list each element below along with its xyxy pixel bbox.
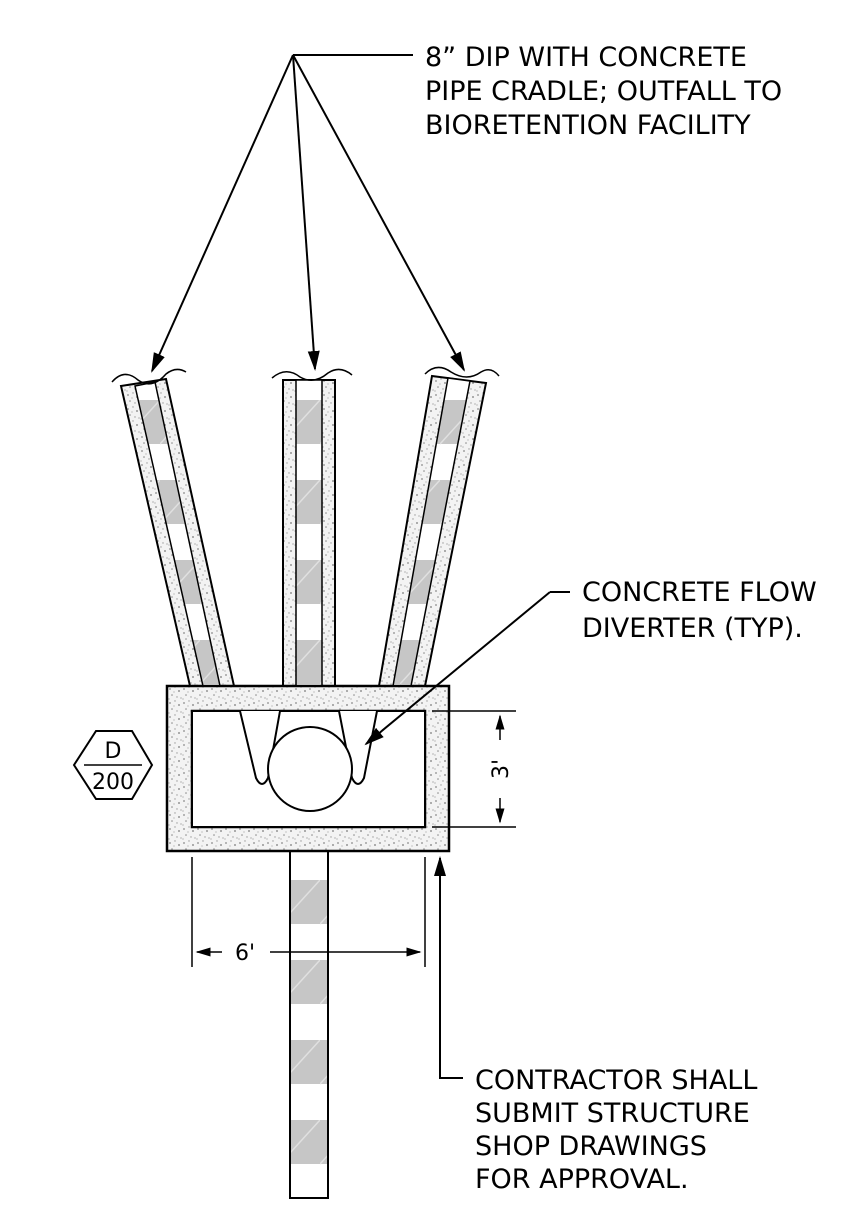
detail-tag: D 200 bbox=[72, 730, 154, 800]
width-dimension bbox=[191, 857, 426, 967]
height-dimension-label: 3' bbox=[489, 759, 514, 779]
pipe-note: 8” DIP WITH CONCRETE PIPE CRADLE; OUTFAL… bbox=[425, 42, 782, 141]
outfall-pipe-right bbox=[377, 366, 500, 687]
pipe-note-line-2: PIPE CRADLE; OUTFALL TO bbox=[425, 76, 782, 107]
outfall-pipe-left bbox=[111, 368, 236, 687]
pipe-opening bbox=[267, 726, 353, 812]
contractor-note-line-1: CONTRACTOR SHALL bbox=[475, 1065, 757, 1096]
diverter-note-leader bbox=[364, 591, 570, 746]
outlet-pipe bbox=[289, 849, 329, 1199]
diverter-note-line-1: CONCRETE FLOW bbox=[582, 577, 817, 608]
detail-tag-letter: D bbox=[105, 739, 122, 764]
pipe-note-leaders bbox=[151, 54, 465, 373]
detail-tag-number: 200 bbox=[92, 770, 134, 795]
contractor-note-line-3: SHOP DRAWINGS bbox=[475, 1131, 707, 1162]
contractor-note: CONTRACTOR SHALL SUBMIT STRUCTURE SHOP D… bbox=[475, 1065, 757, 1195]
contractor-note-line-4: FOR APPROVAL. bbox=[475, 1164, 689, 1195]
pipe-note-line-3: BIORETENTION FACILITY bbox=[425, 110, 751, 141]
pipe-note-line-1: 8” DIP WITH CONCRETE bbox=[425, 42, 747, 73]
diverter-note: CONCRETE FLOW DIVERTER (TYP). bbox=[582, 577, 817, 644]
contractor-note-leader bbox=[434, 856, 463, 1079]
width-dimension-label: 6' bbox=[235, 941, 255, 966]
height-dimension bbox=[432, 710, 516, 828]
diverter-note-line-2: DIVERTER (TYP). bbox=[582, 613, 803, 644]
outfall-pipe-center bbox=[271, 368, 353, 687]
contractor-note-line-2: SUBMIT STRUCTURE bbox=[475, 1098, 750, 1129]
